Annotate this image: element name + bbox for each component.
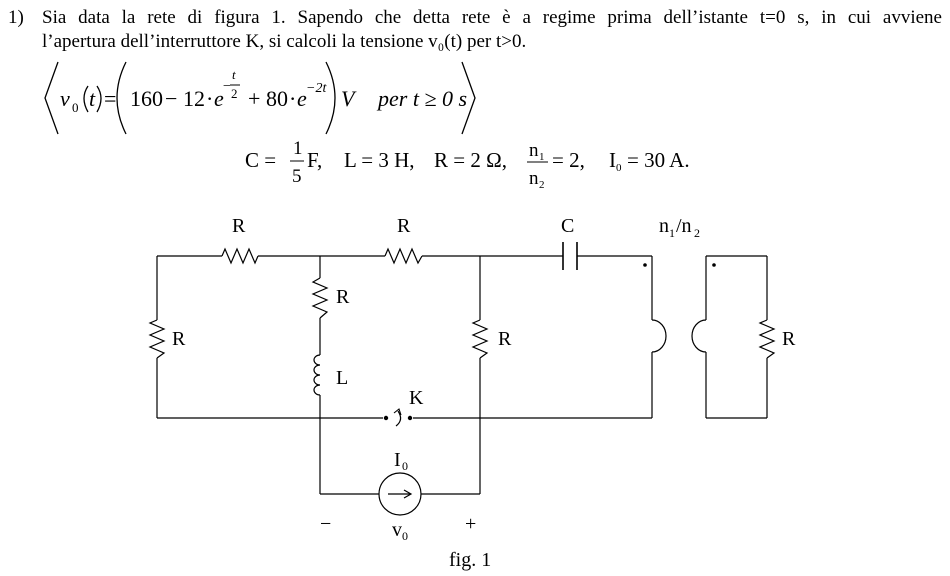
label-ratio-n1: n: [659, 215, 669, 237]
switch-k-arc: [395, 410, 402, 427]
answer-lhs-sub: 0: [72, 100, 79, 115]
circuit-wires: [156, 255, 768, 495]
inductor-l: [313, 354, 321, 396]
answer-exp1-den: 2: [231, 86, 238, 101]
answer-coef1: 12: [183, 86, 205, 111]
parameters: C = 1 5 F, L = 3 H, R = 2 Ω, n 1 n 2 = 2…: [245, 138, 690, 191]
label-c: C: [561, 215, 574, 237]
resistor-left: [148, 319, 166, 359]
transformer-dot-primary: [643, 263, 647, 267]
label-ratio-n2-sub: 2: [694, 226, 700, 240]
param-c-num: 1: [293, 138, 303, 159]
big-open-paren: [116, 61, 127, 135]
param-n2: n: [529, 168, 539, 189]
param-c-den: 5: [292, 166, 302, 187]
param-c-label: C =: [245, 148, 276, 172]
circuit-labels: R R C n 1 /n 2 R R R R L K I 0 v 0 − + f…: [172, 215, 796, 571]
param-i0-value: = 30 A.: [627, 148, 690, 172]
answer-lhs-v: v: [60, 86, 70, 111]
figure-caption: fig. 1: [449, 549, 491, 571]
lhs-open-paren: [83, 85, 89, 113]
problem-text: Sia data la rete di figura 1. Sapendo ch…: [42, 6, 942, 54]
label-r-left: R: [172, 328, 186, 350]
current-source-arrow-head: [403, 489, 413, 499]
param-r: R = 2 Ω,: [434, 148, 507, 172]
label-r-right: R: [498, 328, 512, 350]
answer-dot1: ·: [206, 86, 213, 111]
switch-k-contact-right: [407, 415, 413, 421]
param-n2-sub: 2: [539, 179, 545, 191]
label-ratio-slash: /n: [676, 215, 692, 237]
answer-eq: =: [104, 86, 116, 111]
label-ratio-n1-sub: 1: [669, 226, 675, 240]
answer-formula: v 0 t = 160 − 12 · e − t 2 + 80 · e −2t …: [44, 61, 476, 135]
problem-text-line-1: Sia data la rete di figura 1. Sapendo ch…: [42, 7, 942, 28]
resistor-right: [471, 319, 489, 359]
param-ratio-value: = 2,: [552, 148, 585, 172]
switch-k-contact-left: [383, 415, 389, 421]
label-v0: v: [392, 519, 402, 541]
answer-term1: 160: [130, 86, 163, 111]
label-i0: I: [394, 449, 401, 471]
label-minus: −: [320, 513, 331, 535]
answer-plus: +: [248, 86, 260, 111]
answer-exp2: −2t: [306, 81, 327, 96]
current-source-i0: [378, 472, 422, 516]
answer-coef2: 80: [266, 86, 288, 111]
resistor-mid: [311, 277, 329, 319]
label-l: L: [336, 367, 348, 389]
resistor-top-left: [221, 247, 259, 265]
problem-number: 1): [8, 7, 24, 28]
transformer-primary-coil: [651, 319, 667, 353]
label-plus: +: [465, 513, 476, 535]
lhs-close-paren: [96, 85, 102, 113]
answer-exp1-num: t: [232, 67, 236, 82]
label-v0-sub: 0: [402, 529, 408, 543]
answer-e2: e: [297, 86, 307, 111]
label-r-top-mid: R: [397, 215, 411, 237]
transformer-secondary-coil: [691, 319, 707, 353]
param-c-unit: F,: [307, 148, 322, 172]
big-close-paren: [325, 61, 336, 135]
answer-dot2: ·: [289, 86, 296, 111]
label-r-load: R: [782, 328, 796, 350]
problem-text-line-2: l’apertura dell’interruttore K, si calco…: [42, 31, 527, 52]
param-n1: n: [529, 140, 539, 161]
label-r-top-left: R: [232, 215, 246, 237]
label-r-mid: R: [336, 286, 350, 308]
param-l: L = 3 H,: [344, 148, 415, 172]
answer-condition: per t ≥ 0 s: [376, 86, 467, 111]
answer-minus: −: [165, 86, 177, 111]
answer-exp1-sign: −: [223, 79, 231, 94]
param-i0: I: [609, 148, 616, 172]
label-i0-sub: 0: [402, 459, 408, 473]
param-n1-sub: 1: [539, 151, 545, 163]
label-k: K: [409, 387, 424, 409]
switch-k-arrow: [393, 408, 402, 416]
param-i0-sub: 0: [616, 162, 622, 174]
circuit-components: [148, 242, 776, 516]
transformer-dot-secondary: [712, 263, 716, 267]
right-angle-bracket: [461, 61, 476, 135]
answer-unit: V: [341, 86, 357, 111]
answer-e1: e: [214, 86, 224, 111]
resistor-load: [758, 319, 776, 359]
answer-lhs-arg: t: [89, 86, 96, 111]
resistor-top-mid: [384, 247, 423, 265]
left-angle-bracket: [44, 61, 59, 135]
